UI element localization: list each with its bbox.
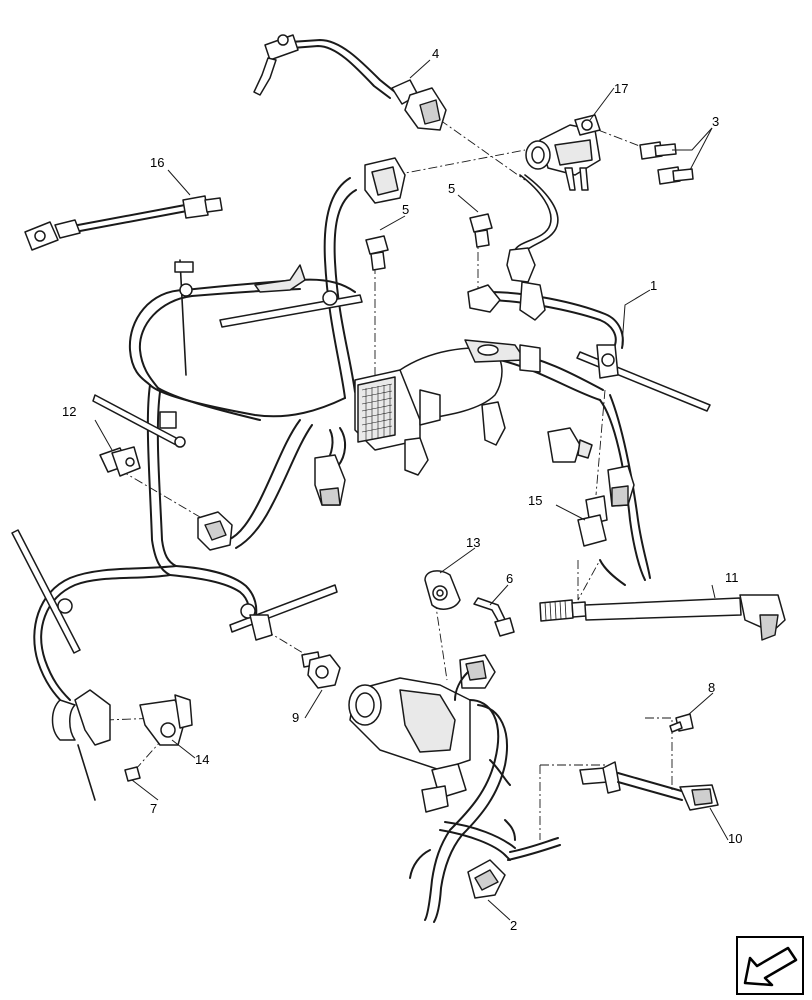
part-8-screw xyxy=(669,713,694,733)
part-2-lower-harness xyxy=(348,654,561,923)
part-4-exhaust-temperature-sensor xyxy=(253,34,447,131)
part-12-pressure-switch xyxy=(99,446,141,477)
callout-9: 9 xyxy=(292,710,299,725)
harness-connector-left xyxy=(197,511,233,551)
callout-5-left: 5 xyxy=(402,202,409,217)
callout-16: 16 xyxy=(150,155,164,170)
callout-2: 2 xyxy=(510,918,517,933)
part-15-sensor xyxy=(577,495,608,547)
callout-14: 14 xyxy=(195,752,209,767)
callout-15: 15 xyxy=(528,493,542,508)
part-3-bolts xyxy=(639,141,694,185)
part-11-temperature-probe xyxy=(539,594,786,641)
harness-ties xyxy=(11,259,711,801)
harness-connector-right xyxy=(467,247,635,507)
part-6-bolt xyxy=(473,597,515,637)
callout-5-right: 5 xyxy=(448,181,455,196)
callout-12: 12 xyxy=(62,404,76,419)
callout-6: 6 xyxy=(506,571,513,586)
part-14-position-sensor xyxy=(139,694,193,746)
back-navigation-button[interactable] xyxy=(736,936,804,995)
part-16-temperature-sensor xyxy=(24,195,223,251)
callout-13: 13 xyxy=(466,535,480,550)
callout-labels: 1 2 3 4 5 5 6 7 8 9 10 11 12 13 14 15 16… xyxy=(62,46,742,933)
callout-17: 17 xyxy=(614,81,628,96)
part-9-oil-pressure-sensor xyxy=(301,651,341,689)
part-10-speed-sensor xyxy=(579,761,719,811)
callout-8: 8 xyxy=(708,680,715,695)
leader-lines xyxy=(94,59,729,921)
callout-3: 3 xyxy=(712,114,719,129)
callout-1: 1 xyxy=(650,278,657,293)
main-harness-assembly xyxy=(33,174,651,705)
ecu-connector-block xyxy=(314,339,593,506)
callout-11: 11 xyxy=(725,570,739,585)
part-13-knock-sensor xyxy=(424,570,461,610)
part-7-nut xyxy=(124,766,141,782)
callout-10: 10 xyxy=(728,831,742,846)
part-5-bolts xyxy=(365,213,493,271)
callout-7: 7 xyxy=(150,801,157,816)
callout-4: 4 xyxy=(432,46,439,61)
part-17-pressure-sensor xyxy=(525,114,601,191)
harness-top-connector xyxy=(364,157,406,204)
back-arrow-icon[interactable] xyxy=(743,946,798,987)
